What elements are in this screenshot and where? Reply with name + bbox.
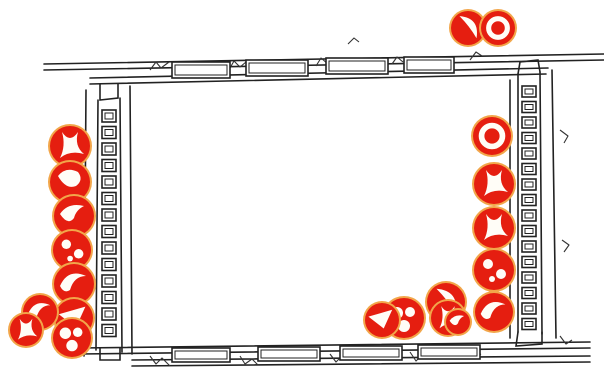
wall-block — [522, 303, 536, 314]
wall-block — [522, 288, 536, 299]
blob-ring — [479, 9, 517, 47]
wall-line — [90, 68, 548, 78]
blob-trefoil — [472, 162, 516, 206]
wall-block — [522, 164, 536, 175]
wall-block — [522, 148, 536, 159]
blob-ring — [471, 115, 513, 157]
wall-block — [340, 346, 402, 360]
wall-block — [102, 242, 116, 254]
wall-block — [172, 62, 230, 78]
wall-block — [102, 259, 116, 271]
wall-block — [102, 110, 116, 122]
wall-line — [90, 74, 546, 84]
blob-trefoil — [8, 312, 44, 348]
wall-blocks — [102, 57, 536, 362]
wall-block — [102, 226, 116, 238]
wall-block — [326, 58, 388, 74]
wall-line — [96, 100, 98, 350]
wall-block — [172, 348, 230, 362]
wall-block — [258, 347, 320, 361]
wall-block — [522, 133, 536, 144]
wall-line — [80, 348, 590, 354]
blob-crescent — [473, 291, 515, 333]
crack — [348, 38, 359, 44]
wall-block — [522, 272, 536, 283]
wall-block — [522, 257, 536, 268]
wall-line — [130, 86, 132, 354]
wall-block — [522, 102, 536, 113]
wall-block — [522, 195, 536, 206]
wall-block — [404, 57, 454, 73]
wall-block — [522, 226, 536, 237]
blob-dots — [472, 248, 516, 292]
wall-block — [102, 308, 116, 320]
wall-block — [102, 292, 116, 304]
blob-hook — [444, 308, 472, 336]
wall-block — [102, 160, 116, 172]
wall-block — [522, 117, 536, 128]
wall-block — [522, 179, 536, 190]
wall-block — [522, 210, 536, 221]
blob-lobes — [51, 317, 93, 359]
wall-block — [522, 241, 536, 252]
wall-block — [102, 275, 116, 287]
wall-block — [102, 325, 116, 337]
crack — [240, 356, 258, 365]
wall-block — [102, 127, 116, 139]
wall-block — [102, 143, 116, 155]
wall-line — [120, 98, 122, 352]
wall-line — [552, 70, 556, 338]
wall-block — [418, 345, 480, 359]
blob-wedge — [363, 301, 401, 339]
wall-line — [516, 332, 542, 346]
wall-block — [522, 86, 536, 97]
wall-block — [102, 193, 116, 205]
crack — [150, 356, 170, 366]
wall-block — [246, 60, 308, 76]
wall-block — [522, 319, 536, 330]
wall-line — [80, 342, 590, 348]
blob-trefoil — [472, 206, 516, 250]
wall-block — [102, 209, 116, 221]
wall-lines — [44, 54, 604, 366]
wall-line — [540, 72, 542, 334]
wall-block — [102, 176, 116, 188]
crack — [560, 130, 568, 143]
wall-line — [100, 84, 118, 100]
crack — [562, 240, 569, 252]
